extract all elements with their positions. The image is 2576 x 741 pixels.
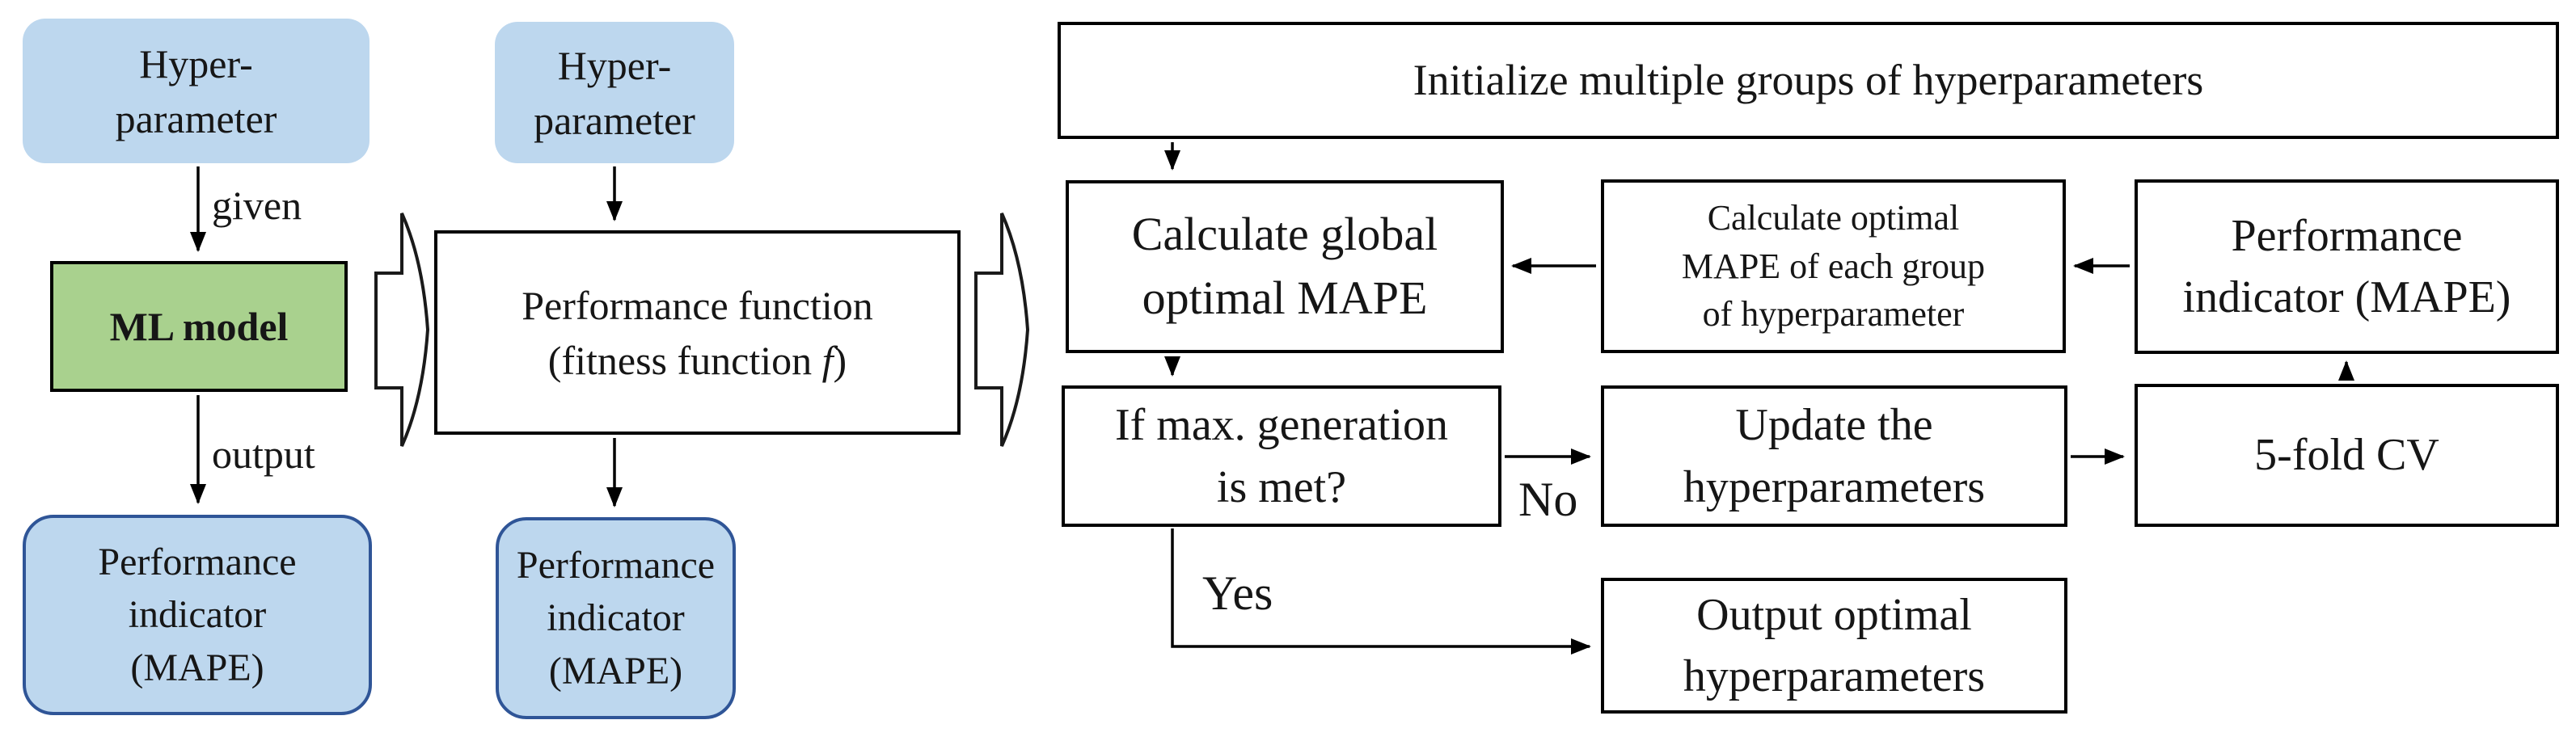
performance-indicator-box-right: Performance indicator (MAPE) bbox=[2135, 179, 2559, 354]
block-arrow-2-icon bbox=[974, 213, 1030, 447]
calculate-global-mape-box: Calculate global optimal MAPE bbox=[1066, 180, 1504, 353]
yes-label: Yes bbox=[1202, 566, 1273, 620]
initialize-box: Initialize multiple groups of hyperparam… bbox=[1058, 22, 2559, 139]
max-generation-check-box: If max. generation is met? bbox=[1062, 385, 1501, 527]
performance-function-box: Performance function (fitness function f… bbox=[434, 230, 961, 435]
fitness-f-symbol: f bbox=[821, 337, 834, 383]
arrow-yes-maxgen-to-output bbox=[1171, 528, 1591, 655]
given-label: given bbox=[212, 183, 302, 228]
performance-indicator-box-middle: Performance indicator (MAPE) bbox=[496, 517, 736, 719]
no-label: No bbox=[1518, 473, 1578, 526]
update-hyperparameters-box: Update the hyperparameters bbox=[1601, 385, 2067, 527]
hyperparameter-box-middle: Hyper- parameter bbox=[495, 22, 734, 163]
five-fold-cv-box: 5-fold CV bbox=[2135, 384, 2559, 527]
calculate-group-mape-box: Calculate optimal MAPE of each group of … bbox=[1601, 179, 2066, 353]
performance-function-label: Performance function (fitness function f… bbox=[522, 282, 873, 383]
ml-model-box: ML model bbox=[50, 261, 348, 392]
output-hyperparameters-box: Output optimal hyperparameters bbox=[1601, 578, 2067, 714]
output-label: output bbox=[212, 432, 315, 477]
performance-indicator-box-left: Performance indicator (MAPE) bbox=[23, 515, 372, 715]
hyperparameter-box-left: Hyper- parameter bbox=[23, 19, 370, 163]
block-arrow-1-icon bbox=[374, 213, 430, 447]
